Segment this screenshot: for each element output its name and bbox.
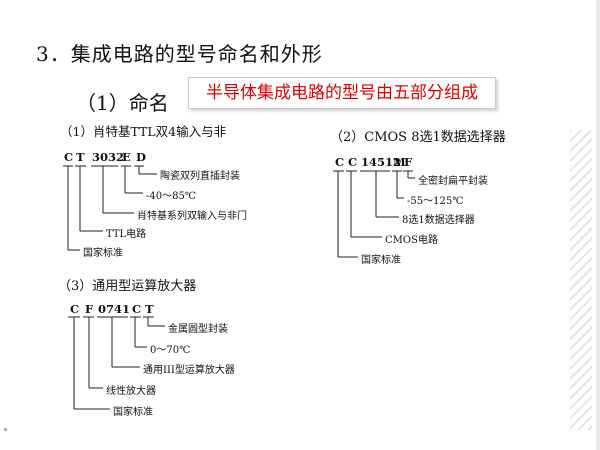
decorative-hatching xyxy=(570,130,592,430)
section3-code-4: C xyxy=(132,302,142,316)
section3-label-temperature: 0～70℃ xyxy=(150,345,191,356)
section2-code-2: C xyxy=(348,155,358,169)
section3-code-3: 0741 xyxy=(98,302,131,316)
section1-code-5: D xyxy=(136,150,146,164)
section2-title: （2）CMOS 8选1数据选择器 xyxy=(330,130,506,145)
page-title: 3．集成电路的型号命名和外形 xyxy=(36,42,323,66)
section1-code-3: 3032 xyxy=(92,150,125,164)
section2-code-1: C xyxy=(335,155,345,169)
section3-title: （3）通用型运算放大器 xyxy=(58,279,197,294)
section1-label-package: 陶瓷双列直插封装 xyxy=(160,171,240,182)
section1-code-1: C xyxy=(64,150,74,164)
slide-right-edge xyxy=(596,0,600,450)
section1-label-family: TTL电路 xyxy=(106,229,147,240)
section1-label-temperature: -40～85℃ xyxy=(146,191,197,202)
section3-code-2: F xyxy=(85,302,94,316)
corner-dot xyxy=(4,428,7,431)
callout-box: 半导体集成电路的型号由五部分组成 xyxy=(188,77,496,109)
section3-label-family: 线性放大器 xyxy=(106,386,156,397)
section1-label-standard: 国家标准 xyxy=(83,248,123,259)
section2-label-package: 全密封扁平封装 xyxy=(418,176,488,187)
section2-code-5: F xyxy=(404,155,413,169)
section1-code-2: T xyxy=(76,150,85,164)
section-heading: （1）命名 xyxy=(76,91,169,115)
section2-label-temperature: -55～125℃ xyxy=(407,196,464,207)
section3-label-package: 金属圆型封装 xyxy=(168,324,228,335)
section2-label-family: CMOS电路 xyxy=(385,235,438,246)
section2-code-4: M xyxy=(393,155,406,169)
section2-code-3: 14512 xyxy=(361,155,402,169)
section2-label-device: 8选1数据选择器 xyxy=(402,215,475,226)
section3-code-1: C xyxy=(70,302,80,316)
section3-label-device: 通用III型运算放大器 xyxy=(143,365,235,376)
section1-title: （1）肖特基TTL双4输入与非 xyxy=(60,124,227,139)
section3-label-standard: 国家标准 xyxy=(113,407,153,418)
section1-label-device: 肖特基系列双输入与非门 xyxy=(137,211,247,222)
section2-label-standard: 国家标准 xyxy=(361,255,401,266)
section1-code-4: E xyxy=(122,150,131,164)
section3-code-5: T xyxy=(145,302,154,316)
